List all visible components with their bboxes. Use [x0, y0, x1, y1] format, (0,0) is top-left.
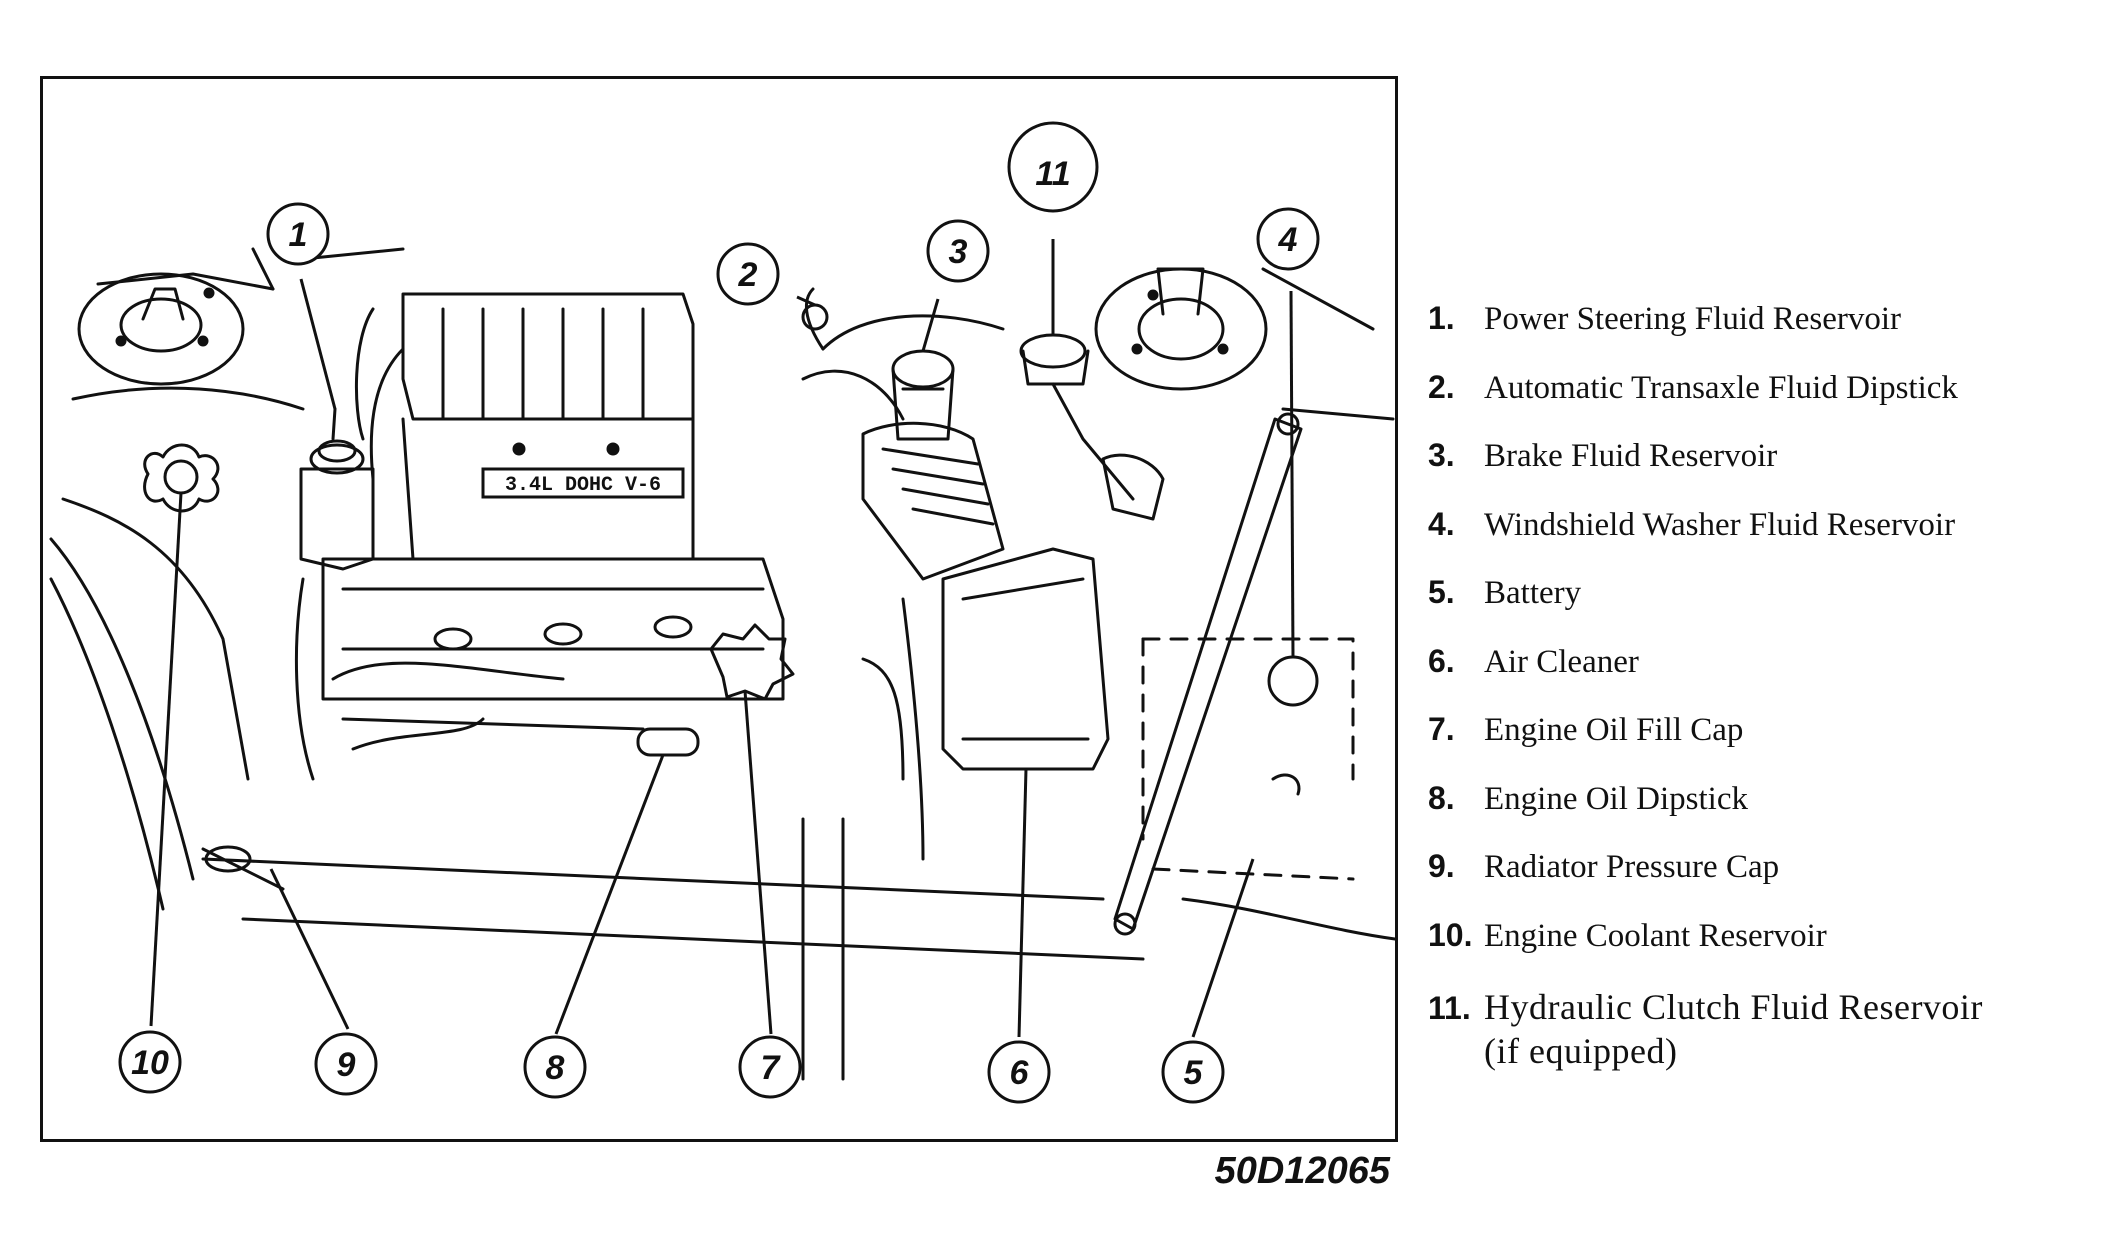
callout-number: 2 [738, 256, 758, 294]
callout-number: 8 [546, 1049, 565, 1087]
callout-circle [1007, 121, 1099, 213]
brake-fluid-reservoir [891, 349, 955, 441]
callout-number: 1 [289, 216, 308, 254]
figure-code: 50D12065 [1214, 1150, 1390, 1192]
legend-number: 7. [1428, 711, 1455, 747]
engine-compartment-illustration: 1 2 3 11 4 10 9 8 7 6 5 3.4L DOHC V-6 [49, 121, 1395, 1104]
callout-number: 10 [131, 1044, 169, 1082]
legend-number: 4. [1428, 505, 1455, 542]
callout-circle [266, 202, 330, 266]
callout-circle [1161, 1040, 1225, 1104]
legend-item: 4. Windshield Washer Fluid Reservoir [1428, 506, 2108, 575]
callout-circle [987, 1040, 1051, 1104]
legend-number: 5. [1428, 574, 1455, 610]
legend-number: 10. [1428, 916, 1473, 953]
legend-item: 1. Power Steering Fluid Reservoir [1428, 300, 2108, 369]
power-steering-reservoir [299, 407, 375, 571]
intake-plenum [354, 292, 695, 561]
legend-item: 5. Battery [1428, 574, 2108, 643]
battery-outline [1141, 637, 1355, 881]
radiator-support [201, 817, 1395, 1081]
right-strut-tower [1094, 267, 1395, 421]
clutch-fluid-reservoir [1019, 333, 1165, 521]
legend-item: 11. Hydraulic Clutch Fluid Reservoir (if… [1428, 985, 2108, 1073]
callout-markers: 1 2 3 11 4 10 9 8 7 6 5 [118, 121, 1320, 1104]
legend-label: Automatic Transaxle Fluid Dipstick [1484, 369, 1958, 406]
legend-item: 3. Brake Fluid Reservoir [1428, 437, 2108, 506]
breather-hose [369, 347, 405, 481]
legend-number: 1. [1428, 300, 1455, 336]
legend-number: 8. [1428, 779, 1455, 816]
valve-covers [294, 557, 785, 781]
legend-item: 9. Radiator Pressure Cap [1428, 848, 2108, 917]
callout-number: 9 [337, 1046, 356, 1084]
legend: 1. Power Steering Fluid Reservoir 2. Aut… [1428, 300, 2108, 1073]
callout-circle [523, 1035, 587, 1099]
legend-item: 2. Automatic Transaxle Fluid Dipstick [1428, 369, 2108, 438]
oil-dipstick [636, 727, 700, 757]
legend-label: Windshield Washer Fluid Reservoir [1484, 506, 1956, 543]
legend-label: Brake Fluid Reservoir [1484, 438, 1778, 474]
battery-mark [1271, 773, 1301, 796]
callout-number: 6 [1010, 1054, 1030, 1092]
callout-number: 3 [949, 233, 968, 271]
legend-item: 8. Engine Oil Dipstick [1428, 780, 2108, 849]
diagram-frame: 1 2 3 11 4 10 9 8 7 6 5 3.4L DOHC V-6 [40, 76, 1398, 1142]
left-strut-tower [49, 247, 405, 911]
legend-label: Hydraulic Clutch Fluid Reservoir [1484, 987, 1983, 1027]
engine-badge: 3.4L DOHC V-6 [481, 467, 685, 499]
legend-label-note: (if equipped) [1484, 1031, 1678, 1071]
callout-circle [118, 1030, 182, 1094]
legend-label: Engine Oil Fill Cap [1484, 712, 1744, 748]
callout-circle [314, 1032, 378, 1096]
legend-item: 10. Engine Coolant Reservoir [1428, 917, 2108, 986]
legend-item: 6. Air Cleaner [1428, 643, 2108, 712]
legend-label: Engine Coolant Reservoir [1484, 917, 1827, 954]
callout-number: 11 [1035, 155, 1070, 193]
air-intake-duct [801, 369, 1005, 581]
callout-circle [716, 242, 780, 306]
legend-number: 9. [1428, 848, 1455, 884]
washer-fluid-cap [1267, 655, 1319, 707]
callout-leaders [149, 239, 1295, 1038]
legend-number: 6. [1428, 642, 1455, 679]
legend-number: 2. [1428, 368, 1455, 405]
legend-label: Power Steering Fluid Reservoir [1484, 301, 1902, 337]
callout-number: 5 [1184, 1054, 1204, 1092]
legend-number: 11. [1428, 990, 1471, 1026]
legend-label: Battery [1484, 575, 1582, 611]
engine-badge-text: 3.4L DOHC V-6 [505, 474, 661, 497]
legend-label: Air Cleaner [1484, 643, 1639, 680]
legend-label: Radiator Pressure Cap [1484, 849, 1780, 885]
callout-circle [926, 219, 990, 283]
dipstick-tube [804, 287, 825, 351]
legend-number: 3. [1428, 437, 1455, 473]
callout-circle [738, 1035, 802, 1099]
callout-number: 7 [761, 1049, 782, 1087]
oil-fill-cap [709, 623, 795, 701]
callout-number: 4 [1278, 221, 1298, 259]
legend-item: 7. Engine Oil Fill Cap [1428, 711, 2108, 780]
callout-circle [1256, 207, 1320, 271]
air-cleaner-box [861, 547, 1110, 861]
legend-label: Engine Oil Dipstick [1484, 780, 1748, 817]
brake-line [821, 314, 1005, 351]
